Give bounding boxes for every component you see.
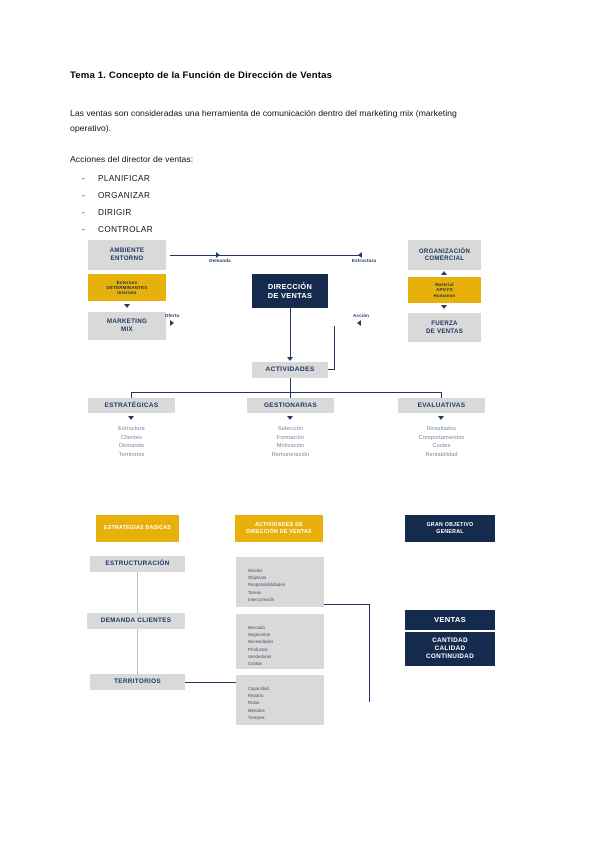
arrow-direccion-to-actividades-icon	[286, 357, 293, 361]
edge-label-accion: Acción	[352, 313, 370, 318]
list-item: - CONTROLAR	[70, 221, 370, 238]
connector-columns-bus	[131, 392, 441, 393]
arrow-gestionarias-down-icon	[287, 416, 293, 420]
list-gestionarias: Selección Formación Motivación Remunerac…	[271, 426, 310, 458]
arrow-demanda-icon	[216, 251, 220, 258]
page-title: Tema 1. Concepto de la Función de Direcc…	[70, 70, 333, 81]
actions-lead-in: Acciones del director de ventas:	[70, 154, 194, 164]
bullet-marker: -	[82, 225, 86, 234]
node-apoyo: Material APOYO Humanos	[408, 277, 481, 303]
node-ambiente-entorno: AMBIENTE ENTORNO	[88, 240, 166, 270]
connector-actividades-down	[290, 378, 291, 392]
list-item: - PLANIFICAR	[70, 170, 370, 187]
bullet-marker: -	[82, 191, 86, 200]
list-item-label: ORGANIZAR	[98, 191, 151, 200]
list-item-label: DIRIGIR	[98, 208, 132, 217]
connector-listbox-to-spine	[324, 604, 369, 605]
node-column-estrategicas: ESTRATÉGICAS	[88, 398, 175, 413]
node-header-gran-objetivo: GRAN OBJETIVO GENERAL	[405, 515, 495, 542]
connector-direccion-to-actividades	[290, 308, 291, 359]
arrow-determinantes-to-marketing-icon	[123, 304, 130, 308]
node-determinantes: Externos DETERMINANTES Internos	[88, 274, 166, 301]
actions-list: - PLANIFICAR - ORGANIZAR - DIRIGIR - CON…	[70, 170, 370, 238]
node-header-estrategias-basicas: ESTRATEGIAS BASICAS	[96, 515, 179, 542]
node-column-gestionarias: GESTIONARIAS	[247, 398, 334, 413]
arrow-estrategicas-down-icon	[128, 416, 134, 420]
connector-bus-to-evaluativas	[441, 392, 442, 398]
node-header-actividades-direccion: ACTIVIDADES DE DIRECCIÓN DE VENTAS	[235, 515, 323, 542]
intro-paragraph: Las ventas son consideradas una herramie…	[70, 108, 457, 133]
arrow-apoyo-to-organizacion-icon	[441, 271, 448, 275]
node-ventas-attributes: CANTIDAD CALIDAD CONTINUIDAD	[405, 632, 495, 666]
connector-bus-to-gestionarias	[290, 392, 291, 398]
arrow-estructura-icon	[358, 251, 362, 258]
node-fuerza-de-ventas: FUERZA DE VENTAS	[408, 313, 481, 342]
node-actividades: ACTIVIDADES	[252, 362, 328, 378]
node-demanda-clientes: DEMANDA CLIENTES	[87, 613, 185, 629]
arrow-evaluativas-down-icon	[438, 416, 444, 420]
node-organizacion-comercial: ORGANIZACIÓN COMERCIAL	[408, 240, 481, 270]
node-estructuracion: ESTRUCTURACIÓN	[90, 556, 185, 572]
arrow-oferta-icon	[169, 320, 174, 326]
edge-label-oferta: Oferta	[164, 313, 180, 318]
list-item: - DIRIGIR	[70, 204, 370, 221]
list-evaluativas: Resultados Comportamientos Costes Rentab…	[418, 426, 465, 458]
connector-bus-to-estrategicas	[131, 392, 132, 398]
connector-accion-feedback-horizontal	[324, 369, 335, 370]
list-box-demanda-clientes: Mercado Segmentos Necesidades Productos …	[236, 614, 324, 669]
bullet-marker: -	[82, 174, 86, 183]
list-box-territorios: Capacidad Reparto Rutas Métodos Tiempos	[236, 675, 324, 725]
edge-label-estructura: Estructura	[351, 258, 377, 263]
connector-right-spine	[369, 604, 370, 702]
node-column-evaluativas: EVALUATIVAS	[398, 398, 485, 413]
list-item: - ORGANIZAR	[70, 187, 370, 204]
arrow-apoyo-to-fuerza-icon	[441, 305, 448, 309]
list-item-label: PLANIFICAR	[98, 174, 151, 183]
list-item-label: CONTROLAR	[98, 225, 154, 234]
node-direccion-de-ventas: DIRECCIÓN DE VENTAS	[252, 274, 328, 308]
list-box-estructuracion: Niveles Objetivos Responsabilidades Tare…	[236, 557, 324, 607]
arrow-accion-icon	[357, 320, 361, 326]
node-territorios: TERRITORIOS	[90, 674, 185, 690]
connector-demanda	[170, 255, 360, 256]
connector-territorios-to-listbox	[185, 682, 236, 683]
node-marketing-mix: MARKETING MIX	[88, 312, 166, 340]
list-estrategicas: Estructura Clientes Demanda Territorios	[118, 426, 145, 458]
edge-label-demanda: Demanda	[209, 258, 231, 263]
connector-accion-feedback-vertical	[334, 326, 335, 370]
node-ventas-title: VENTAS	[405, 610, 495, 630]
bullet-marker: -	[82, 208, 86, 217]
